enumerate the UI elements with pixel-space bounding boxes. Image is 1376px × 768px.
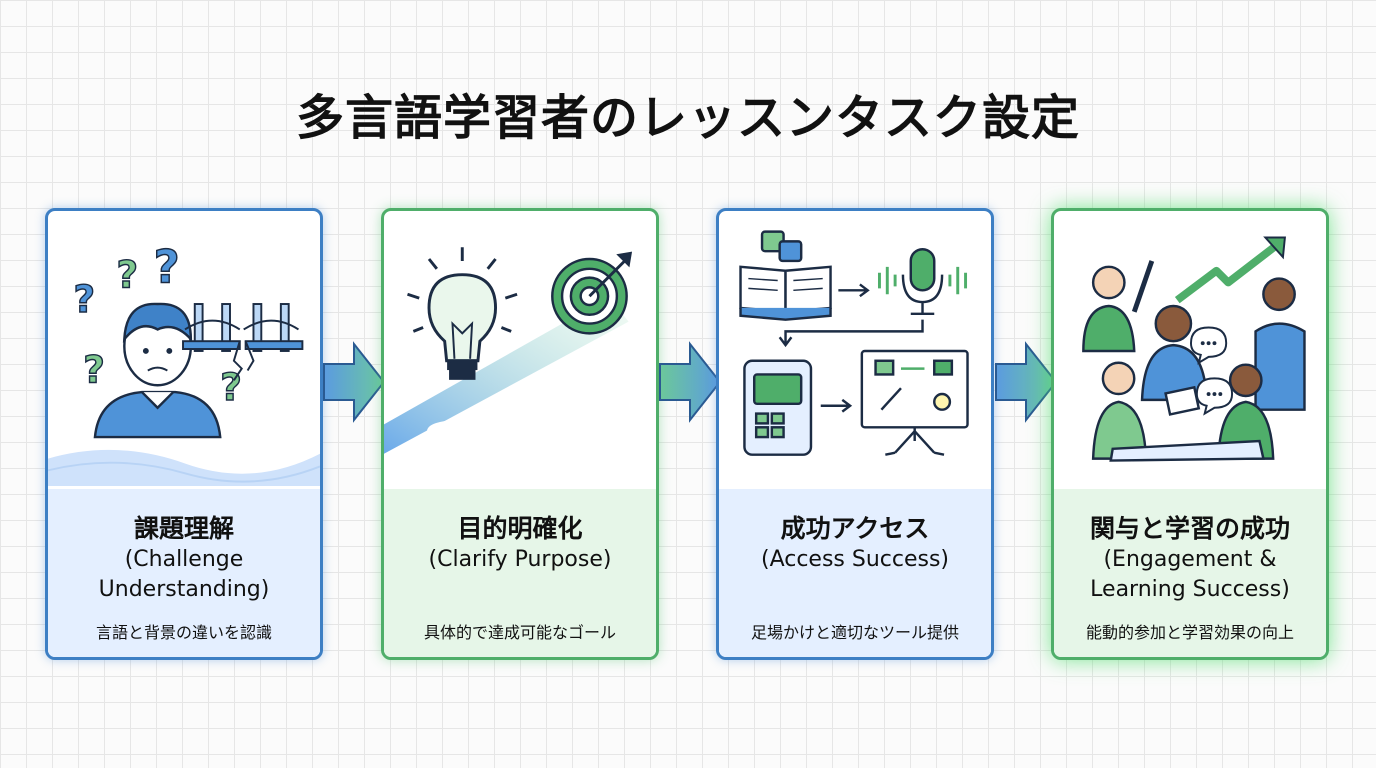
step-card-access: 成功アクセス (Access Success) 足場かけと適切なツール提供 [716,208,994,660]
step-card-challenge: ? ? ? ? ? 課題理解 (Challenge Understanding)… [45,208,323,660]
growth-arrow-icon [1174,240,1282,304]
confused-student-icon: ? ? ? ? ? [48,240,320,486]
presentation-board-icon [860,349,969,456]
broken-bridge-icon [182,303,304,381]
step-heading-jp: 関与と学習の成功 [1089,514,1290,543]
step-heading-jp: 目的明確化 [457,514,583,543]
step-description: 能動的参加と学習効果の向上 [1085,623,1294,642]
step-illustration [1054,211,1326,489]
group-collaboration-icon [1082,236,1306,462]
tablet-icon [743,359,813,456]
flow-arrow-icon [323,341,386,423]
step-heading-en: (Clarify Purpose) [428,547,612,572]
step-card-clarify: 目的明確化 (Clarify Purpose) 具体的で達成可能なゴール [381,208,659,660]
step-card-engagement: 関与と学習の成功 (Engagement & Learning Success)… [1051,208,1329,660]
step-text: 関与と学習の成功 (Engagement & Learning Success)… [1054,489,1326,657]
flow-arrow-icon [659,341,722,423]
svg-text:?: ? [73,277,95,321]
step-description: 言語と背景の違いを認識 [95,623,272,642]
step-heading-jp: 成功アクセス [780,514,930,543]
step-heading-jp: 課題理解 [133,514,234,543]
diagram-title: 多言語学習者のレッスンタスク設定 [295,90,1080,146]
svg-text:?: ? [83,347,105,391]
step-illustration: ? ? ? ? ? [48,211,320,489]
path-icon [384,297,629,454]
step-description: 足場かけと適切なツール提供 [750,623,959,642]
step-heading-en: (Engagement & Learning Success) [1090,547,1290,602]
step-illustration [384,211,656,489]
lightbulb-icon [407,247,518,380]
microphone-icon [877,247,968,316]
svg-text:?: ? [220,365,242,409]
step-heading-en: (Challenge Understanding) [98,547,270,602]
svg-text:?: ? [116,252,138,296]
translation-book-icon [739,230,832,321]
step-text: 成功アクセス (Access Success) 足場かけと適切なツール提供 [719,489,991,657]
step-heading-en: (Access Success) [760,547,950,572]
step-text: 目的明確化 (Clarify Purpose) 具体的で達成可能なゴール [384,489,656,657]
step-description: 具体的で達成可能なゴール [423,623,616,642]
flow-arrow-icon [995,341,1058,423]
step-illustration [719,211,991,489]
target-icon [551,251,633,335]
svg-text:?: ? [154,240,180,293]
step-text: 課題理解 (Challenge Understanding) 言語と背景の違いを… [48,489,320,657]
question-mark-icon: ? ? ? ? ? [73,240,243,410]
